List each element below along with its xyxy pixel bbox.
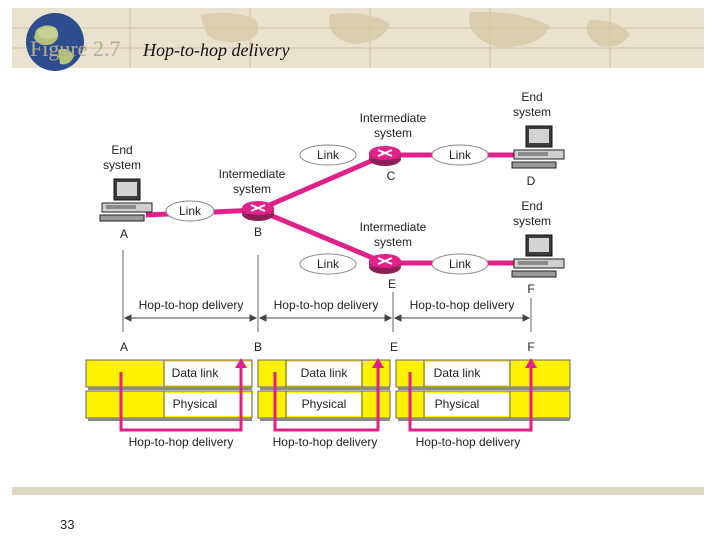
stack-label-a: A bbox=[120, 340, 128, 354]
hop-label-bottom-1: Hop-to-hop delivery bbox=[129, 435, 234, 449]
data-link-label-2: Data link bbox=[301, 366, 349, 380]
physical-label-3: Physical bbox=[435, 397, 480, 411]
header-banner bbox=[12, 8, 704, 71]
computer-d-icon bbox=[511, 125, 565, 169]
hop-label-bottom-3: Hop-to-hop delivery bbox=[416, 435, 521, 449]
slide-title: Hop-to-hop delivery bbox=[143, 40, 290, 60]
globe-icon bbox=[26, 13, 84, 71]
arrow-up-icon bbox=[235, 358, 247, 368]
figure-label: Figure 2.7 bbox=[30, 36, 121, 61]
node-label-f: F bbox=[527, 282, 534, 296]
data-link-label-3: Data link bbox=[434, 366, 482, 380]
page-number: 33 bbox=[60, 517, 75, 532]
node-label-a: A bbox=[120, 227, 128, 241]
stack-label-e: E bbox=[390, 340, 398, 354]
node-label-c: C bbox=[387, 169, 396, 183]
computer-f-icon bbox=[511, 234, 565, 278]
link-label-be: Link bbox=[317, 257, 340, 271]
router-c-icon bbox=[368, 145, 402, 167]
arrow-up-icon bbox=[525, 358, 537, 368]
hop-label-bottom-2: Hop-to-hop delivery bbox=[273, 435, 378, 449]
hop-label-top-3: Hop-to-hop delivery bbox=[410, 298, 515, 312]
node-label-b: B bbox=[254, 225, 262, 239]
physical-label-2: Physical bbox=[302, 397, 347, 411]
node-label-e: E bbox=[388, 277, 396, 291]
hop-paths bbox=[119, 366, 533, 432]
stack-label-f: F bbox=[527, 340, 534, 354]
router-b-icon bbox=[241, 200, 275, 222]
link-label-cd: Link bbox=[449, 148, 472, 162]
slide-header: Figure 2.7 Hop-to-hop delivery bbox=[0, 0, 720, 72]
stack-label-b: B bbox=[254, 340, 262, 354]
computer-a-icon bbox=[99, 178, 153, 222]
hop-label-top-2: Hop-to-hop delivery bbox=[274, 298, 379, 312]
router-e-icon bbox=[368, 253, 402, 275]
node-label-d: D bbox=[527, 174, 536, 188]
link-label-ef: Link bbox=[449, 257, 472, 271]
link-label-ab: Link bbox=[179, 204, 202, 218]
footer-band bbox=[12, 487, 704, 495]
link-label-bc: Link bbox=[317, 148, 340, 162]
arrow-up-icon bbox=[372, 358, 384, 368]
physical-label-1: Physical bbox=[173, 397, 218, 411]
hop-label-top-1: Hop-to-hop delivery bbox=[139, 298, 244, 312]
data-link-label-1: Data link bbox=[172, 366, 220, 380]
